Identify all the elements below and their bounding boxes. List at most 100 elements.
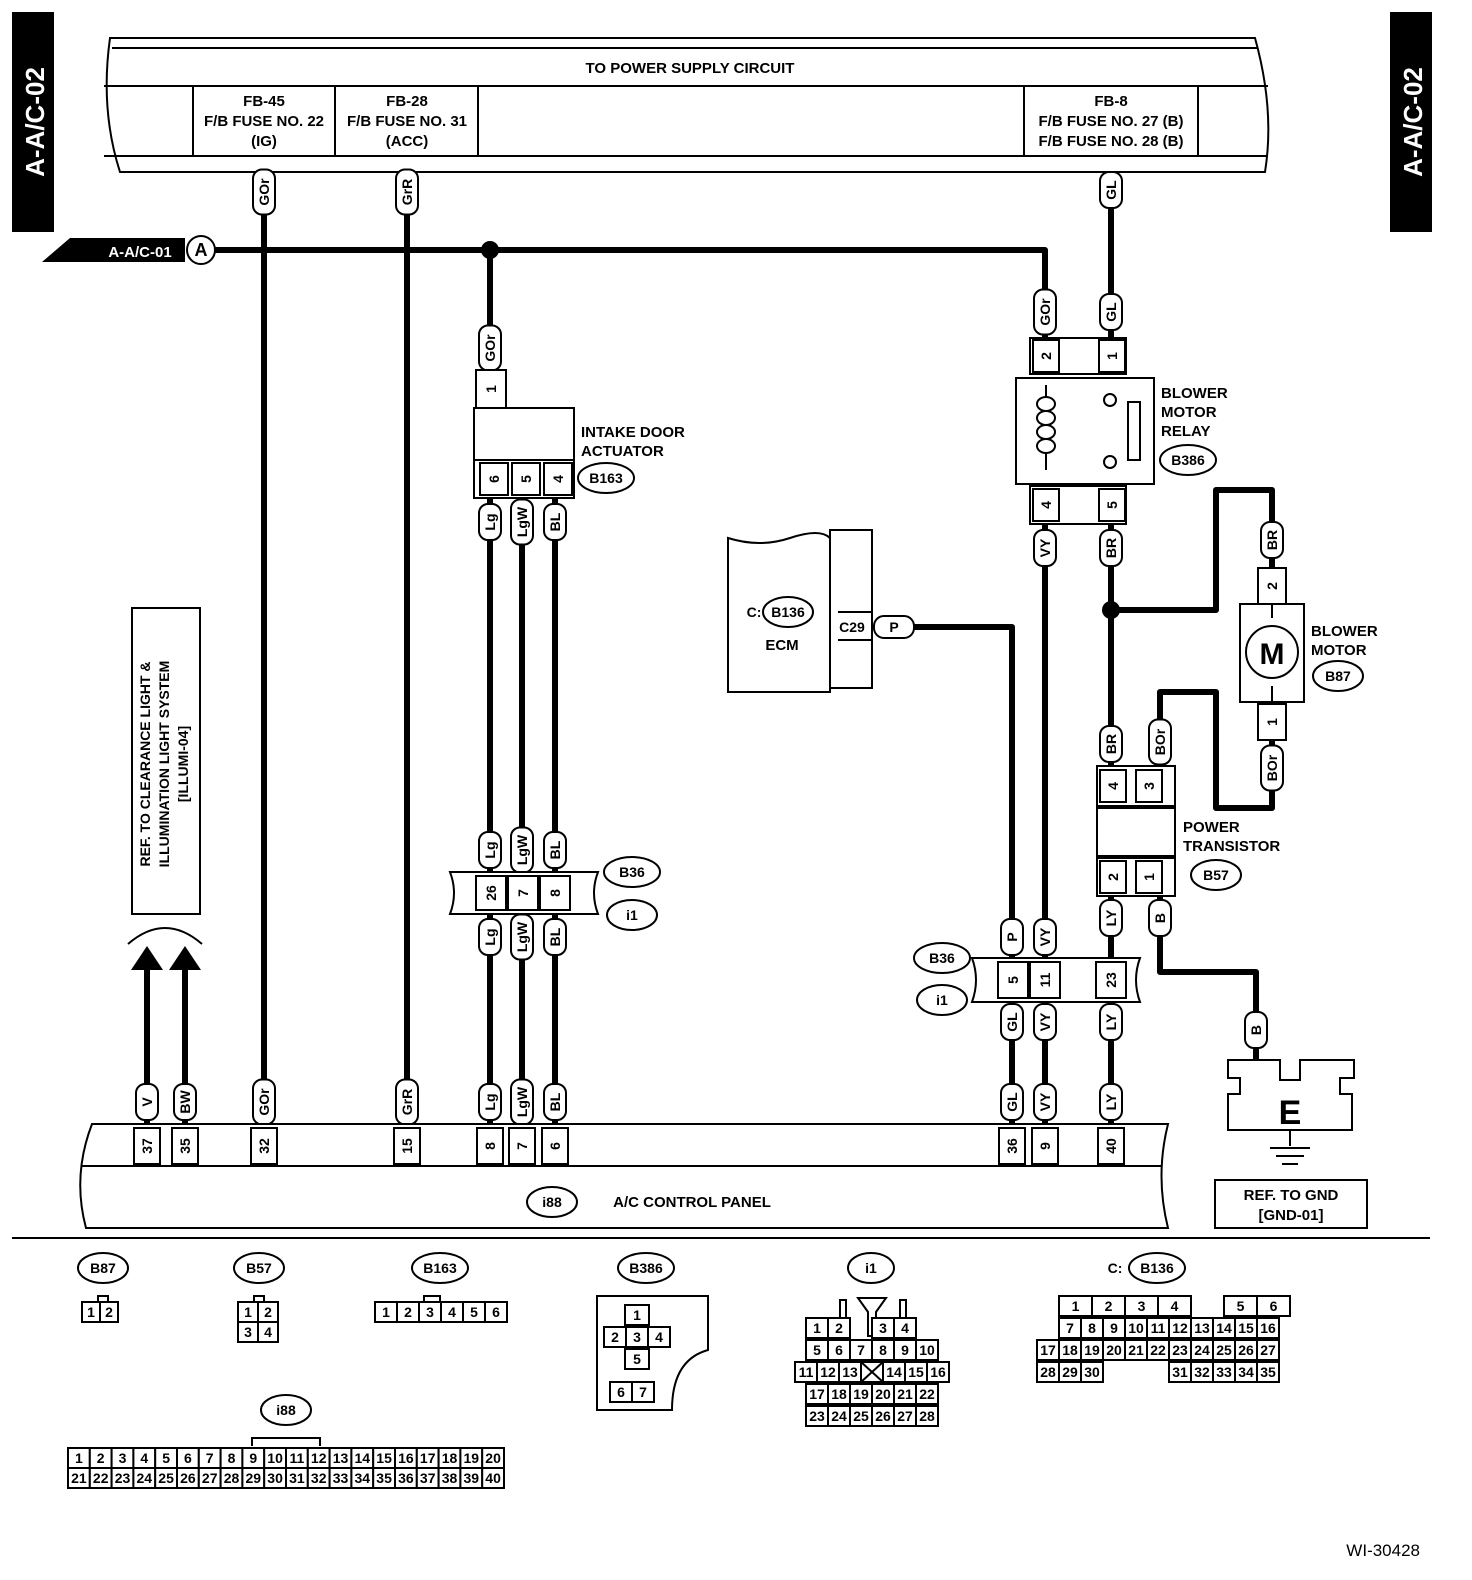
view-b163-pin-5: 5 (470, 1304, 478, 1320)
view-i1-latch-r (899, 1299, 907, 1319)
wire-bl-intake-label-mid-tag (543, 831, 567, 869)
intake-conn: B163 (589, 470, 623, 486)
view-b136-pin-10: 10 (1128, 1320, 1144, 1336)
illum-ref-0: REF. TO CLEARANCE LIGHT & (137, 661, 153, 866)
wire-lg-intake-label-low: Lg (482, 928, 498, 945)
wire-lg-intake-label-bottom-tag (478, 1083, 502, 1121)
view-b163-pin-3: 3 (426, 1304, 434, 1320)
power-supply-title: TO POWER SUPPLY CIRCUIT (586, 60, 795, 77)
panel-pin-37-cell (133, 1127, 161, 1165)
wire-bor-motor-label: BOr (1264, 754, 1280, 781)
view-b386-cell (624, 1304, 650, 1326)
transistor-conn-oval (1190, 859, 1242, 891)
fb28-line-1: F/B FUSE NO. 31 (347, 113, 467, 130)
view-b386-pin-7: 7 (639, 1384, 647, 1400)
view-b136-pin-22: 22 (1150, 1342, 1166, 1358)
panel-pin-36: 36 (1004, 1138, 1020, 1154)
view-i88-pin-11: 11 (289, 1450, 304, 1466)
relay-contact-top (1103, 393, 1117, 407)
view-b163-label-oval (411, 1252, 469, 1284)
transistor-top-pin-3-cell (1135, 769, 1163, 803)
wire-b-ground-label: B (1248, 1025, 1264, 1035)
side-tab-left (12, 12, 54, 232)
view-b136-pin-12: 12 (1172, 1320, 1188, 1336)
view-b136-pin-27: 27 (1260, 1342, 1276, 1358)
view-b386-label: B386 (629, 1260, 663, 1276)
joint-left-conn-b36-oval (603, 856, 661, 888)
view-i88-pin-7: 7 (206, 1450, 214, 1466)
joint-left-pin-8: 8 (547, 889, 563, 897)
joint-right-conn-b36-oval (913, 942, 971, 974)
wire-gl-label-top-tag (1099, 171, 1123, 209)
view-i1-pin-4: 4 (901, 1320, 909, 1336)
wire-bl-intake-label-low-tag (543, 918, 567, 956)
wire-ly-label-top-tag (1099, 899, 1123, 937)
ground-symbol: E (1279, 1094, 1302, 1132)
wire-bw-label-tag (173, 1083, 197, 1121)
panel-conn-oval (526, 1186, 578, 1218)
view-b136-pin-6: 6 (1270, 1298, 1278, 1314)
ac-control-panel-body (79, 1123, 1170, 1229)
view-i88-pin-26: 26 (180, 1470, 196, 1486)
panel-pin-32: 32 (256, 1138, 272, 1154)
view-i1-pin-12: 12 (820, 1364, 836, 1380)
fb28-line-2: (ACC) (386, 133, 429, 150)
view-i1-pin-9: 9 (901, 1342, 909, 1358)
wire-gor-relay-label-tag (1033, 288, 1057, 336)
view-b163-cell (484, 1301, 508, 1323)
motor-symbol-circle (1245, 625, 1299, 679)
view-b136-pin-34: 34 (1238, 1364, 1254, 1380)
view-i88-pin-33: 33 (333, 1470, 349, 1486)
wire-br-motor-label-tag (1260, 521, 1284, 559)
view-b136-pin-14: 14 (1216, 1320, 1232, 1336)
ecm-conn-prefix: C: (747, 604, 762, 620)
view-b163-pin-1: 1 (382, 1304, 390, 1320)
view-b163-pin-6: 6 (492, 1304, 500, 1320)
view-b136-pin-29: 29 (1062, 1364, 1078, 1380)
view-i1-pin-21: 21 (897, 1386, 913, 1402)
wire-vy-label-top: VY (1037, 538, 1053, 557)
intake-pin-4-cell (543, 462, 573, 496)
intake-pin-5: 5 (518, 475, 534, 483)
panel-pin-40: 40 (1103, 1138, 1119, 1154)
ground-ref-1: [GND-01] (1258, 1207, 1323, 1224)
view-b136-pin-23: 23 (1172, 1342, 1188, 1358)
ecm-conn-oval (762, 596, 814, 628)
view-b87-label-oval (77, 1252, 129, 1284)
view-i88-pin-13: 13 (333, 1450, 349, 1466)
view-b386-pin-5: 5 (633, 1351, 641, 1367)
wire-vy-label-top-tag (1033, 529, 1057, 567)
view-b136-pin-4: 4 (1171, 1298, 1179, 1314)
wire-lg-intake-label-top-tag (478, 503, 502, 541)
view-i1-pin-25: 25 (853, 1408, 869, 1424)
wire-gor-relay-label: GOr (1037, 298, 1053, 326)
wire-bw-label: BW (177, 1090, 193, 1114)
view-i88-label: i88 (276, 1402, 296, 1418)
view-i88-pin-25: 25 (158, 1470, 174, 1486)
relay-top-pin-1-cell (1098, 339, 1126, 373)
illum-ref-1: ILLUMINATION LIGHT SYSTEM (156, 661, 172, 868)
wire-ly-label-top: LY (1103, 909, 1119, 926)
view-b386-pin-2: 2 (611, 1329, 619, 1345)
view-i88-pin-31: 31 (289, 1470, 305, 1486)
view-i88-pin-19: 19 (464, 1450, 480, 1466)
view-i1-pin-24: 24 (831, 1408, 847, 1424)
panel-pin-36-cell (998, 1127, 1026, 1165)
wire-b-transistor-label: B (1152, 913, 1168, 923)
intake-pin-5-cell (511, 462, 541, 496)
view-i1-cell (893, 1317, 917, 1339)
wire-bor-transistor-label: BOr (1152, 728, 1168, 755)
wire-gl-panel-label-bottom-tag (1000, 1083, 1024, 1121)
view-b136-pin-5: 5 (1237, 1298, 1245, 1314)
ground-ref-box (1214, 1179, 1368, 1229)
view-b136-pin-9: 9 (1110, 1320, 1118, 1336)
view-b136-pin-20: 20 (1106, 1342, 1122, 1358)
view-i1-pin-14: 14 (886, 1364, 902, 1380)
wire-lg-intake-label-low-tag (478, 918, 502, 956)
relay-conn: B386 (1171, 452, 1205, 468)
view-b136-label-oval (1128, 1252, 1186, 1284)
joint-left-pin-7: 7 (515, 889, 531, 897)
wire-bor-transistor-label-tag (1148, 718, 1172, 766)
view-b386-pin-6: 6 (617, 1384, 625, 1400)
view-b163-pin-4: 4 (448, 1304, 456, 1320)
